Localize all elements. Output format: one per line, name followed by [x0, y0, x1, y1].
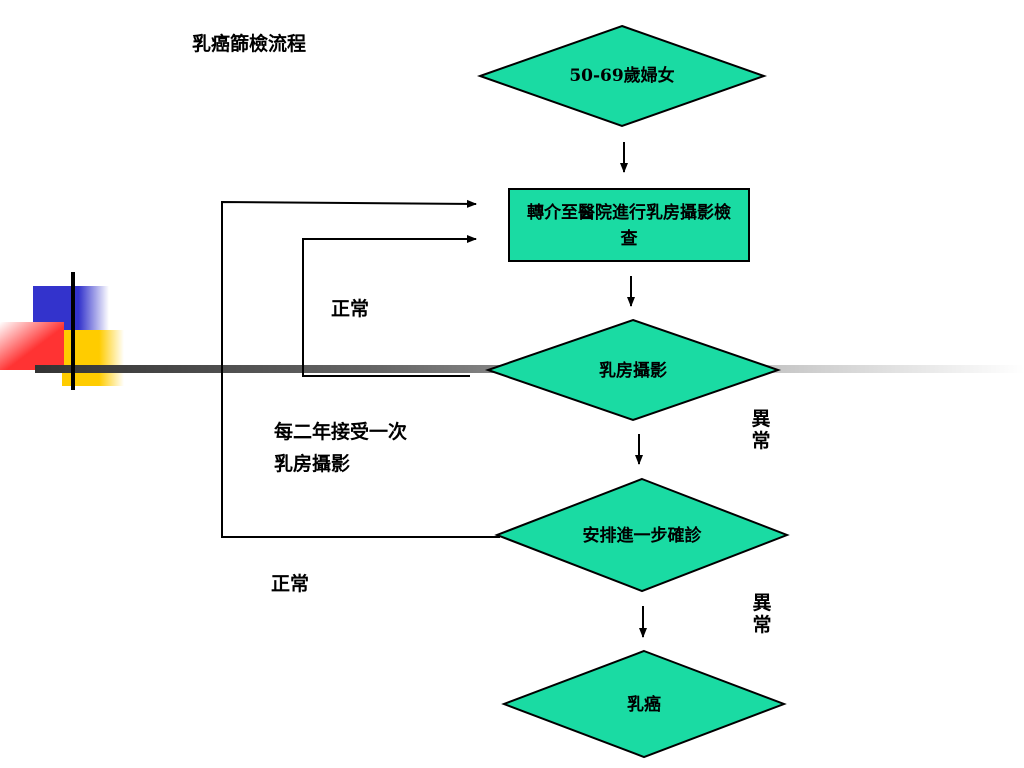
loop-mammo-normal-to-referral — [302, 235, 477, 377]
label-normal-mammo: 正常 — [331, 298, 370, 320]
deco-red-square — [0, 322, 64, 370]
node-confirm-shape — [494, 477, 790, 593]
node-mammo-text: 乳房攝影 — [599, 361, 667, 381]
page-title: 乳癌篩檢流程 — [192, 33, 307, 55]
node-women-text: 50-69歲婦女 — [569, 66, 675, 86]
label-abnormal-confirm: 異常 — [752, 592, 772, 636]
node-mammo-shape — [484, 318, 782, 422]
deco-vertical-rule — [71, 272, 75, 390]
node-cancer-text: 乳癌 — [627, 695, 661, 715]
node-women-shape — [476, 24, 768, 128]
label-abnormal-mammo: 異常 — [751, 408, 771, 452]
node-cancer-shape — [501, 649, 787, 759]
label-normal-confirm: 正常 — [271, 573, 310, 595]
label-biennial-line-1: 每二年接受一次 — [274, 421, 408, 443]
node-referral-shape — [508, 188, 750, 262]
node-referral-text: 轉介至醫院進行乳房攝影檢查 — [527, 203, 731, 249]
label-biennial-line-2: 乳房攝影 — [274, 453, 351, 475]
node-confirm-text: 安排進一步確診 — [582, 526, 702, 546]
loop-confirm-normal-to-referral — [221, 199, 500, 538]
